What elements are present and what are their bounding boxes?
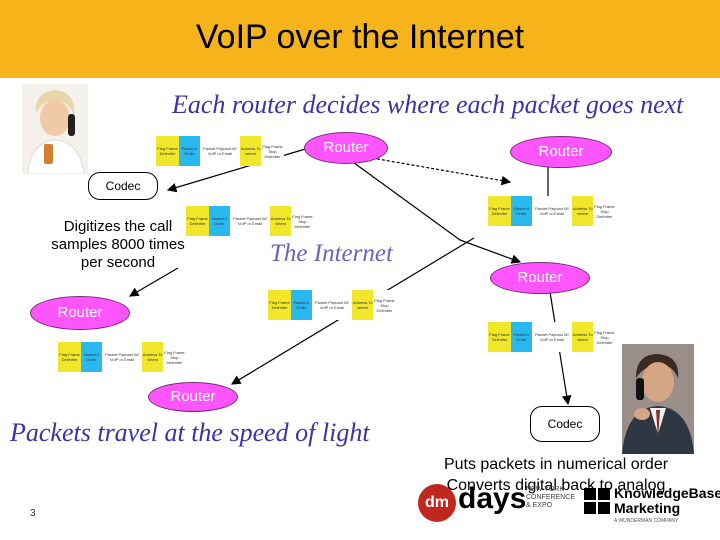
packet-3: Flag Frame Delimiter Packet # Order Pack…: [268, 290, 396, 320]
packet-field-flag: Flag Frame Delimiter: [156, 136, 180, 166]
packet-field-stop: Flag Frame Stop Delimiter: [290, 206, 314, 236]
packet-field-order: Packet # Order: [81, 342, 102, 372]
event-subtext: NEW YORK CONFERENCE & EXPO: [526, 486, 575, 510]
packet-field-payload: Packet Payload W/ VoIP or Email: [229, 206, 271, 236]
router-oval-4: Router: [30, 296, 130, 330]
packet-field-flag: Flag Frame Delimiter: [58, 342, 82, 372]
packet-field-address: Address To where: [142, 342, 163, 372]
router-label-2: Router: [538, 143, 584, 160]
packet-field-payload: Packet Payload W/ VoIP or Email: [311, 290, 353, 320]
receive-note-line-2: Converts digital back to analog: [446, 477, 666, 494]
packet-field-order: Packet # Order: [209, 206, 230, 236]
packet-field-payload: Packet Payload W/ VoIP or Email: [101, 342, 143, 372]
packet-1: Flag Frame Delimiter Packet # Order Pack…: [156, 136, 284, 166]
codec-box-sender: Codec: [88, 172, 158, 200]
packet-field-stop: Flag Frame Stop Delimiter: [592, 196, 616, 226]
line-to-router4: [128, 267, 179, 297]
packet-field-address: Address To where: [270, 206, 291, 236]
line-router1-to-codec: [166, 146, 313, 193]
digitize-note: Digitizes the call samples 8000 times pe…: [30, 218, 206, 272]
event-sub-3: & EXPO: [526, 502, 553, 509]
router-oval-1: Router: [304, 132, 388, 164]
packet-field-order: Packet # Order: [511, 322, 532, 352]
packet-field-address: Address To where: [352, 290, 373, 320]
codec-box-receiver: Codec: [530, 406, 600, 442]
packet-field-stop: Flag Frame Stop Delimiter: [162, 342, 186, 372]
codec-label-receiver: Codec: [547, 417, 583, 431]
dm-mark: dm: [418, 484, 456, 522]
days-word: days: [458, 482, 527, 515]
receive-note: Puts packets in numerical order Converts…: [424, 454, 688, 496]
event-sub-2: CONFERENCE: [526, 494, 576, 501]
packet-field-flag: Flag Frame Delimiter: [186, 206, 210, 236]
line-router1-to-router2: [371, 157, 512, 186]
woman-caller-photo: [22, 84, 88, 174]
line-router1-to-internet: [349, 159, 461, 241]
man-caller-photo: [622, 344, 694, 454]
packet-field-payload: Packet Payload W/ VoIP or Email: [531, 322, 573, 352]
slide-number: 3: [30, 508, 36, 519]
router-label-5: Router: [170, 388, 216, 405]
packet-field-order: Packet # Order: [179, 136, 200, 166]
knowledgebase-logo: KnowledgeBase Marketing A WUNDERMAN COMP…: [584, 486, 720, 530]
router-oval-5: Router: [148, 382, 238, 412]
packet-field-address: Address To where: [572, 322, 593, 352]
packet-6: Flag Frame Delimiter Packet # Order Pack…: [58, 342, 186, 372]
packet-field-address: Address To where: [240, 136, 261, 166]
internet-label: The Internet: [270, 240, 393, 267]
kb-name-1: KnowledgeBase: [614, 485, 720, 501]
router-label-1: Router: [323, 139, 369, 156]
packet-5: Flag Frame Delimiter Packet # Order Pack…: [488, 322, 616, 352]
router-oval-2: Router: [510, 136, 612, 168]
packet-field-flag: Flag Frame Delimiter: [488, 196, 512, 226]
packet-field-payload: Packet Payload W/ VoIP or Email: [531, 196, 573, 226]
kb-tagline: A WUNDERMAN COMPANY: [614, 518, 679, 524]
kb-mark-icon: [584, 488, 610, 514]
packet-4: Flag Frame Delimiter Packet # Order Pack…: [488, 196, 616, 226]
kb-name: KnowledgeBase Marketing: [614, 486, 720, 516]
line-internet-to-router3: [459, 239, 522, 264]
packet-field-stop: Flag Frame Stop Delimiter: [592, 322, 616, 352]
router-label-3: Router: [517, 269, 563, 286]
packet-field-flag: Flag Frame Delimiter: [488, 322, 512, 352]
slide-title: VoIP over the Internet: [195, 18, 525, 56]
subtitle: Each router decides where each packet go…: [172, 90, 684, 119]
speed-of-light-label: Packets travel at the speed of light: [10, 418, 370, 447]
digitize-note-line-2: samples 8000 times: [51, 236, 185, 253]
dmdays-logo: dm days NEW YORK CONFERENCE & EXPO: [418, 482, 578, 526]
packet-field-stop: Flag Frame Stop Delimiter: [372, 290, 396, 320]
packet-2: Flag Frame Delimiter Packet # Order Pack…: [186, 206, 314, 236]
packet-field-flag: Flag Frame Delimiter: [268, 290, 292, 320]
event-sub-1: NEW YORK: [526, 486, 564, 493]
dm-mark-text: dm: [425, 494, 449, 511]
packet-field-stop: Flag Frame Stop Delimiter: [260, 136, 284, 166]
router-oval-3: Router: [490, 262, 590, 294]
router-label-4: Router: [57, 304, 103, 321]
digitize-note-line-1: Digitizes the call: [63, 218, 173, 235]
packet-field-order: Packet # Order: [291, 290, 312, 320]
packet-field-order: Packet # Order: [511, 196, 532, 226]
packet-field-address: Address To where: [572, 196, 593, 226]
digitize-note-line-3: per second: [80, 254, 156, 271]
kb-name-2: Marketing: [614, 500, 681, 516]
title-bar: [0, 0, 720, 78]
packet-field-payload: Packet Payload W/ VoIP or Email: [199, 136, 241, 166]
receive-note-line-1: Puts packets in numerical order: [443, 456, 669, 473]
codec-label-sender: Codec: [105, 179, 141, 193]
